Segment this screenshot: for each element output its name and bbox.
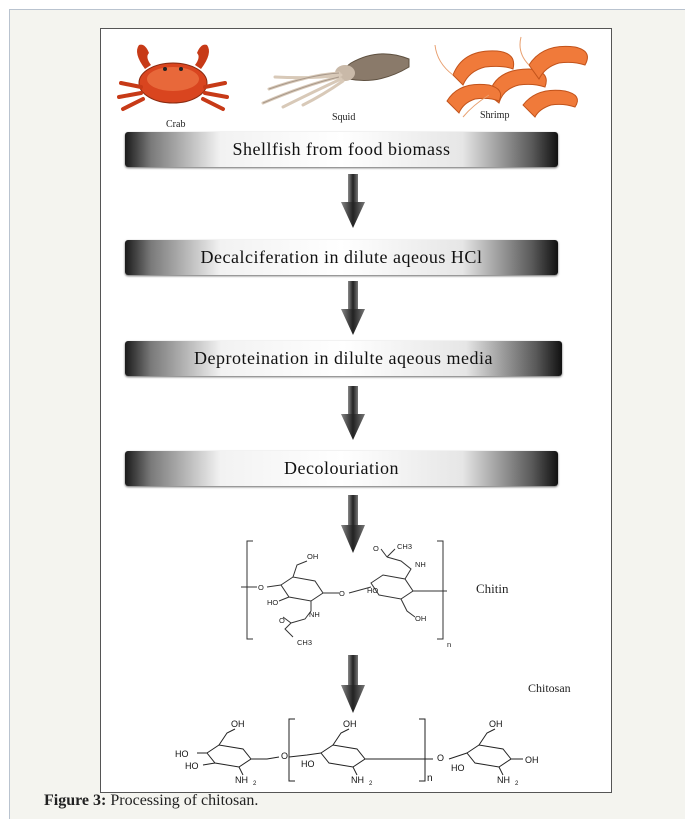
caption-text: Processing of chitosan. <box>110 792 259 809</box>
svg-text:2: 2 <box>515 781 519 787</box>
svg-text:CH3: CH3 <box>397 542 412 551</box>
svg-text:HO: HO <box>267 598 278 607</box>
shrimp-illustration <box>434 36 588 118</box>
squid-label: Squid <box>332 112 356 123</box>
svg-text:NH: NH <box>309 610 320 619</box>
crab-label: Crab <box>166 119 186 130</box>
chitin-structure: OH O HO O NH O CH3 NH O CH3 OH HO n <box>241 540 451 649</box>
arrow-down-icon <box>341 495 365 553</box>
step-decalcification: Decalciferation in dilute aqeous HCl <box>125 240 558 275</box>
svg-text:OH: OH <box>343 719 357 729</box>
step-decolouriation: Decolouriation <box>125 451 558 486</box>
svg-text:O: O <box>279 616 285 625</box>
svg-text:OH: OH <box>489 719 503 729</box>
chitin-label: Chitin <box>476 581 509 596</box>
svg-text:O: O <box>373 544 379 553</box>
step-deproteination: Deproteination in dilulte aqeous media <box>125 341 562 376</box>
arrow-down-icon <box>341 655 365 713</box>
svg-text:n: n <box>427 773 433 784</box>
arrow-down-icon <box>341 386 365 440</box>
svg-text:HO: HO <box>451 763 465 773</box>
svg-text:HO: HO <box>175 749 189 759</box>
svg-text:2: 2 <box>369 781 373 787</box>
svg-text:OH: OH <box>231 719 245 729</box>
svg-text:NH: NH <box>497 775 510 785</box>
arrow-down-icon <box>341 174 365 228</box>
figure-panel: Crab Squid Shrimp Shellfish from food bi… <box>100 28 612 793</box>
svg-text:HO: HO <box>367 586 378 595</box>
shrimp-label: Shrimp <box>480 110 510 121</box>
svg-text:O: O <box>281 751 288 761</box>
arrow-down-icon <box>341 281 365 335</box>
svg-text:OH: OH <box>307 552 318 561</box>
svg-text:OH: OH <box>415 614 426 623</box>
svg-text:O: O <box>437 753 444 763</box>
step-shellfish: Shellfish from food biomass <box>125 132 558 167</box>
svg-text:HO: HO <box>301 759 315 769</box>
squid-illustration <box>261 53 410 109</box>
svg-text:O: O <box>258 583 264 592</box>
svg-text:NH: NH <box>235 775 248 785</box>
figure-caption: Figure 3: Processing of chitosan. <box>44 792 258 810</box>
svg-text:O: O <box>339 589 345 598</box>
chitosan-label: Chitosan <box>528 681 571 695</box>
svg-text:2: 2 <box>253 781 257 787</box>
crab-illustration <box>117 44 229 111</box>
svg-text:HO: HO <box>185 761 199 771</box>
svg-text:NH: NH <box>351 775 364 785</box>
svg-text:CH3: CH3 <box>297 638 312 647</box>
caption-label: Figure 3: <box>44 792 107 809</box>
svg-text:OH: OH <box>525 755 539 765</box>
svg-text:NH: NH <box>415 560 426 569</box>
figure-container: Crab Squid Shrimp Shellfish from food bi… <box>9 9 685 819</box>
chitosan-structure: OH HO HO NH 2 O OH HO NH 2 n O OH HO NH 2 O… <box>175 718 539 787</box>
svg-text:n: n <box>447 640 451 649</box>
